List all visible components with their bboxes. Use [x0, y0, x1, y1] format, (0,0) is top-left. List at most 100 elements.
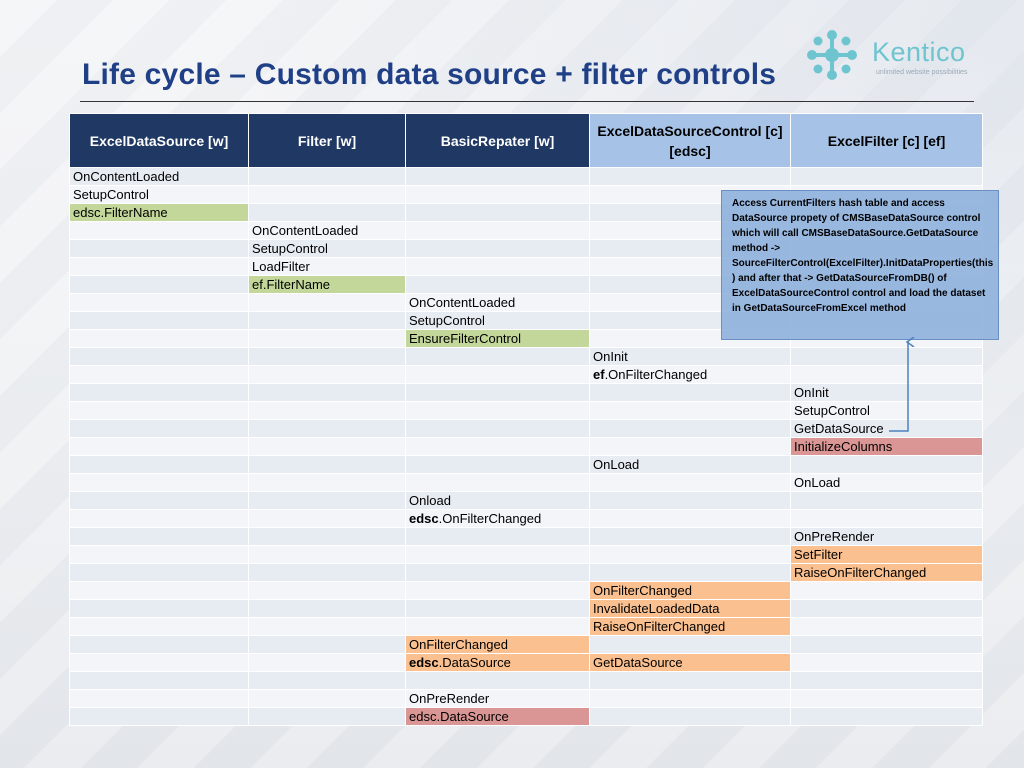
- cell-exceldatasourcecontrol: OnLoad: [589, 455, 791, 474]
- cell-exceldatasource: [69, 545, 249, 564]
- cell-exceldatasource: [69, 419, 249, 438]
- cell-excelfilter: [790, 617, 983, 636]
- cell-filter: [248, 167, 406, 186]
- cell-exceldatasource: [69, 311, 249, 330]
- cell-text: OnContentLoaded: [252, 223, 359, 238]
- cell-basicrepater: [405, 185, 590, 204]
- cell-text: OnInit: [794, 385, 829, 400]
- cell-basicrepater: [405, 275, 590, 294]
- cell-exceldatasource: [69, 257, 249, 276]
- cell-basicrepater: OnPreRender: [405, 689, 590, 708]
- cell-basicrepater: edsc.OnFilterChanged: [405, 509, 590, 528]
- cell-exceldatasourcecontrol: [589, 671, 791, 690]
- cell-excelfilter: [790, 635, 983, 654]
- cell-text: RaiseOnFilterChanged: [794, 565, 927, 580]
- cell-exceldatasourcecontrol: [589, 383, 791, 402]
- cell-excelfilter: OnPreRender: [790, 527, 983, 546]
- cell-exceldatasource: [69, 401, 249, 420]
- cell-filter: [248, 527, 406, 546]
- cell-filter: [248, 653, 406, 672]
- table-row: OnLoad: [69, 455, 983, 474]
- cell-exceldatasource: [69, 365, 249, 384]
- cell-basicrepater: edsc.DataSource: [405, 653, 590, 672]
- cell-exceldatasourcecontrol: [589, 401, 791, 420]
- cell-filter: [248, 689, 406, 708]
- cell-filter: [248, 545, 406, 564]
- cell-basicrepater: [405, 167, 590, 186]
- cell-basicrepater: [405, 347, 590, 366]
- cell-filter: [248, 473, 406, 492]
- table-row: SetupControl: [69, 401, 983, 420]
- cell-exceldatasourcecontrol: [589, 437, 791, 456]
- cell-text: SetupControl: [794, 403, 870, 418]
- cell-exceldatasourcecontrol: OnInit: [589, 347, 791, 366]
- callout-note: Access CurrentFilters hash table and acc…: [721, 190, 999, 340]
- cell-excelfilter: [790, 455, 983, 474]
- cell-filter: [248, 383, 406, 402]
- cell-filter: SetupControl: [248, 239, 406, 258]
- cell-basicrepater: [405, 437, 590, 456]
- cell-exceldatasourcecontrol: RaiseOnFilterChanged: [589, 617, 791, 636]
- cell-basicrepater: [405, 221, 590, 240]
- cell-filter: [248, 491, 406, 510]
- cell-exceldatasource: [69, 707, 249, 726]
- cell-exceldatasource: edsc.FilterName: [69, 203, 249, 222]
- cell-filter: [248, 293, 406, 312]
- cell-exceldatasource: [69, 221, 249, 240]
- table-row: OnPreRender: [69, 689, 983, 708]
- cell-exceldatasource: [69, 509, 249, 528]
- cell-exceldatasource: [69, 437, 249, 456]
- cell-filter: [248, 455, 406, 474]
- cell-excelfilter: [790, 707, 983, 726]
- cell-exceldatasourcecontrol: [589, 707, 791, 726]
- cell-filter: [248, 185, 406, 204]
- cell-text: OnInit: [593, 349, 628, 364]
- cell-exceldatasourcecontrol: OnFilterChanged: [589, 581, 791, 600]
- title-divider: [80, 101, 974, 102]
- cell-filter: [248, 365, 406, 384]
- table-row: OnInit: [69, 347, 983, 366]
- header-row: ExcelDataSource [w] Filter [w] BasicRepa…: [69, 113, 983, 168]
- column-header-filter: Filter [w]: [248, 113, 406, 168]
- cell-text: .DataSource: [438, 655, 511, 670]
- table-row: ef.OnFilterChanged: [69, 365, 983, 384]
- cell-text: SetupControl: [73, 187, 149, 202]
- cell-exceldatasource: [69, 671, 249, 690]
- cell-exceldatasource: OnContentLoaded: [69, 167, 249, 186]
- column-header-exceldatasourcecontrol: ExcelDataSourceControl [c] [edsc]: [589, 113, 791, 168]
- cell-text: OnFilterChanged: [409, 637, 508, 652]
- cell-excelfilter: OnInit: [790, 383, 983, 402]
- cell-basicrepater: OnContentLoaded: [405, 293, 590, 312]
- cell-exceldatasource: [69, 563, 249, 582]
- cell-text: OnContentLoaded: [73, 169, 180, 184]
- cell-basicrepater: [405, 401, 590, 420]
- cell-basicrepater: SetupControl: [405, 311, 590, 330]
- cell-exceldatasourcecontrol: [589, 635, 791, 654]
- cell-basicrepater: [405, 545, 590, 564]
- table-row: OnLoad: [69, 473, 983, 492]
- cell-text: GetDataSource: [794, 421, 884, 436]
- cell-exceldatasourcecontrol: InvalidateLoadedData: [589, 599, 791, 618]
- cell-exceldatasource: [69, 347, 249, 366]
- cell-filter: [248, 437, 406, 456]
- cell-excelfilter: [790, 347, 983, 366]
- cell-excelfilter: [790, 671, 983, 690]
- cell-exceldatasourcecontrol: [589, 545, 791, 564]
- cell-text: OnPreRender: [409, 691, 490, 706]
- table-row: [69, 671, 983, 690]
- table-row: OnFilterChanged: [69, 581, 983, 600]
- cell-text: OnLoad: [593, 457, 640, 472]
- cell-exceldatasourcecontrol: [589, 563, 791, 582]
- cell-filter: [248, 707, 406, 726]
- cell-exceldatasource: [69, 455, 249, 474]
- cell-filter: [248, 581, 406, 600]
- column-header-exceldatasource: ExcelDataSource [w]: [69, 113, 249, 168]
- cell-basicrepater: OnFilterChanged: [405, 635, 590, 654]
- cell-basicrepater: [405, 617, 590, 636]
- logo-wordmark: Kentico: [872, 37, 966, 67]
- cell-basicrepater: [405, 581, 590, 600]
- cell-exceldatasource: [69, 473, 249, 492]
- cell-basicrepater: [405, 383, 590, 402]
- cell-filter: [248, 311, 406, 330]
